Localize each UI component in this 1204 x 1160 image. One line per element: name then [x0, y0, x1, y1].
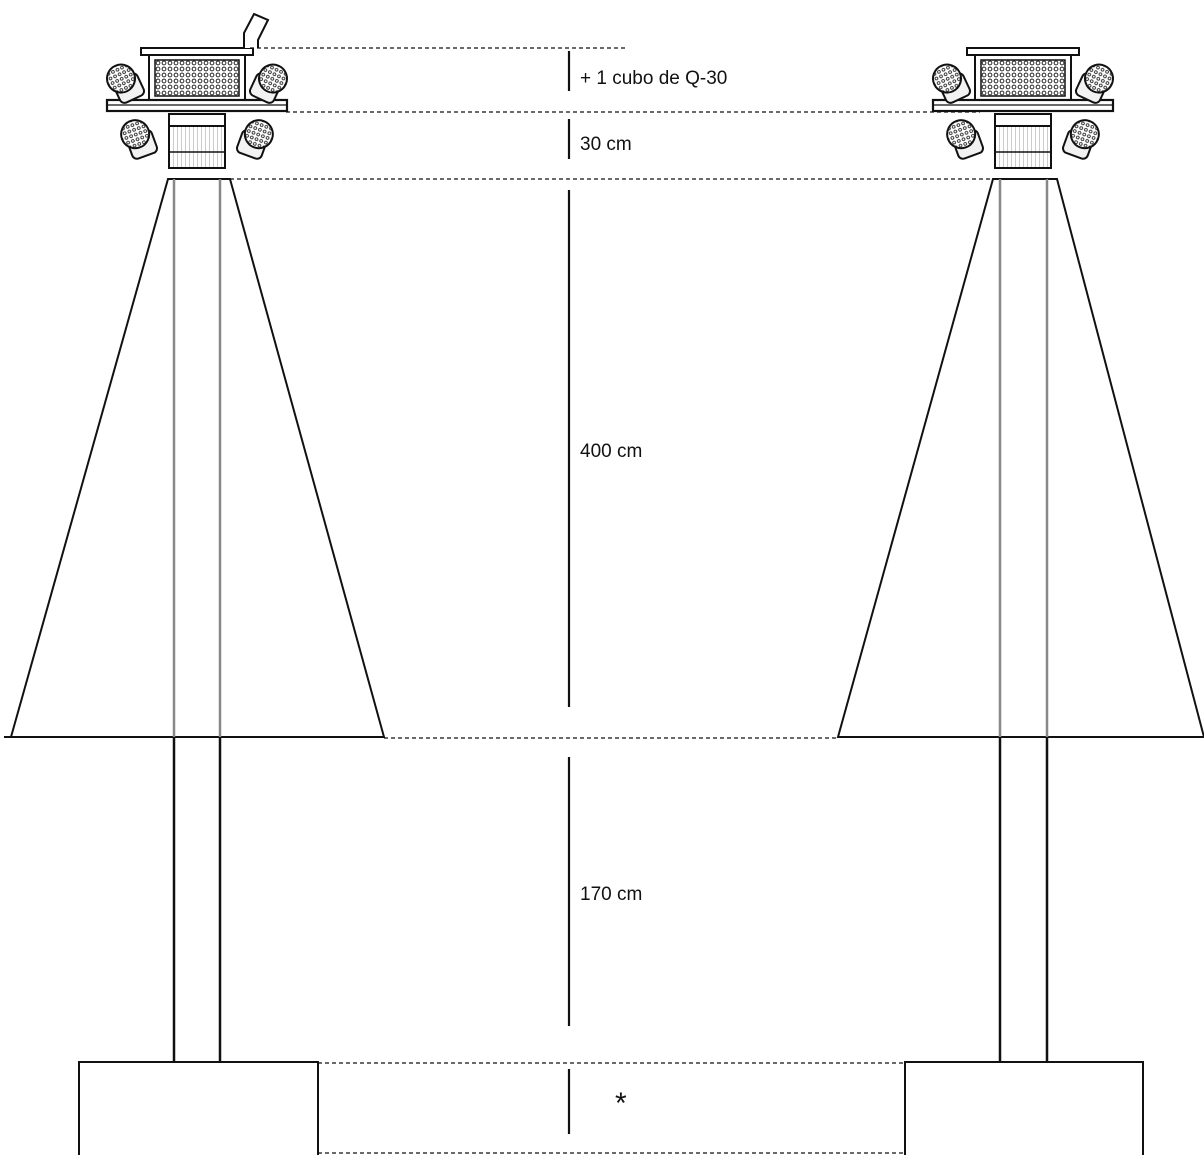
label-cube-note: + 1 cubo de Q-30	[580, 68, 727, 89]
right-tower	[836, 48, 1204, 1155]
left-light-head	[102, 12, 291, 168]
right-cone	[836, 178, 1204, 738]
left-tower	[4, 12, 386, 1155]
left-base-block	[78, 1061, 319, 1155]
right-mast	[998, 179, 1049, 1062]
label-head-height: 30 cm	[580, 134, 632, 155]
right-base-block	[904, 1061, 1144, 1155]
label-lower-height: 170 cm	[580, 884, 642, 905]
reference-lines	[230, 47, 993, 1154]
left-cone	[4, 178, 386, 738]
left-mast	[172, 179, 222, 1062]
right-light-head	[928, 48, 1117, 168]
label-cone-height: 400 cm	[580, 441, 642, 462]
label-base-height: *	[615, 1087, 627, 1120]
